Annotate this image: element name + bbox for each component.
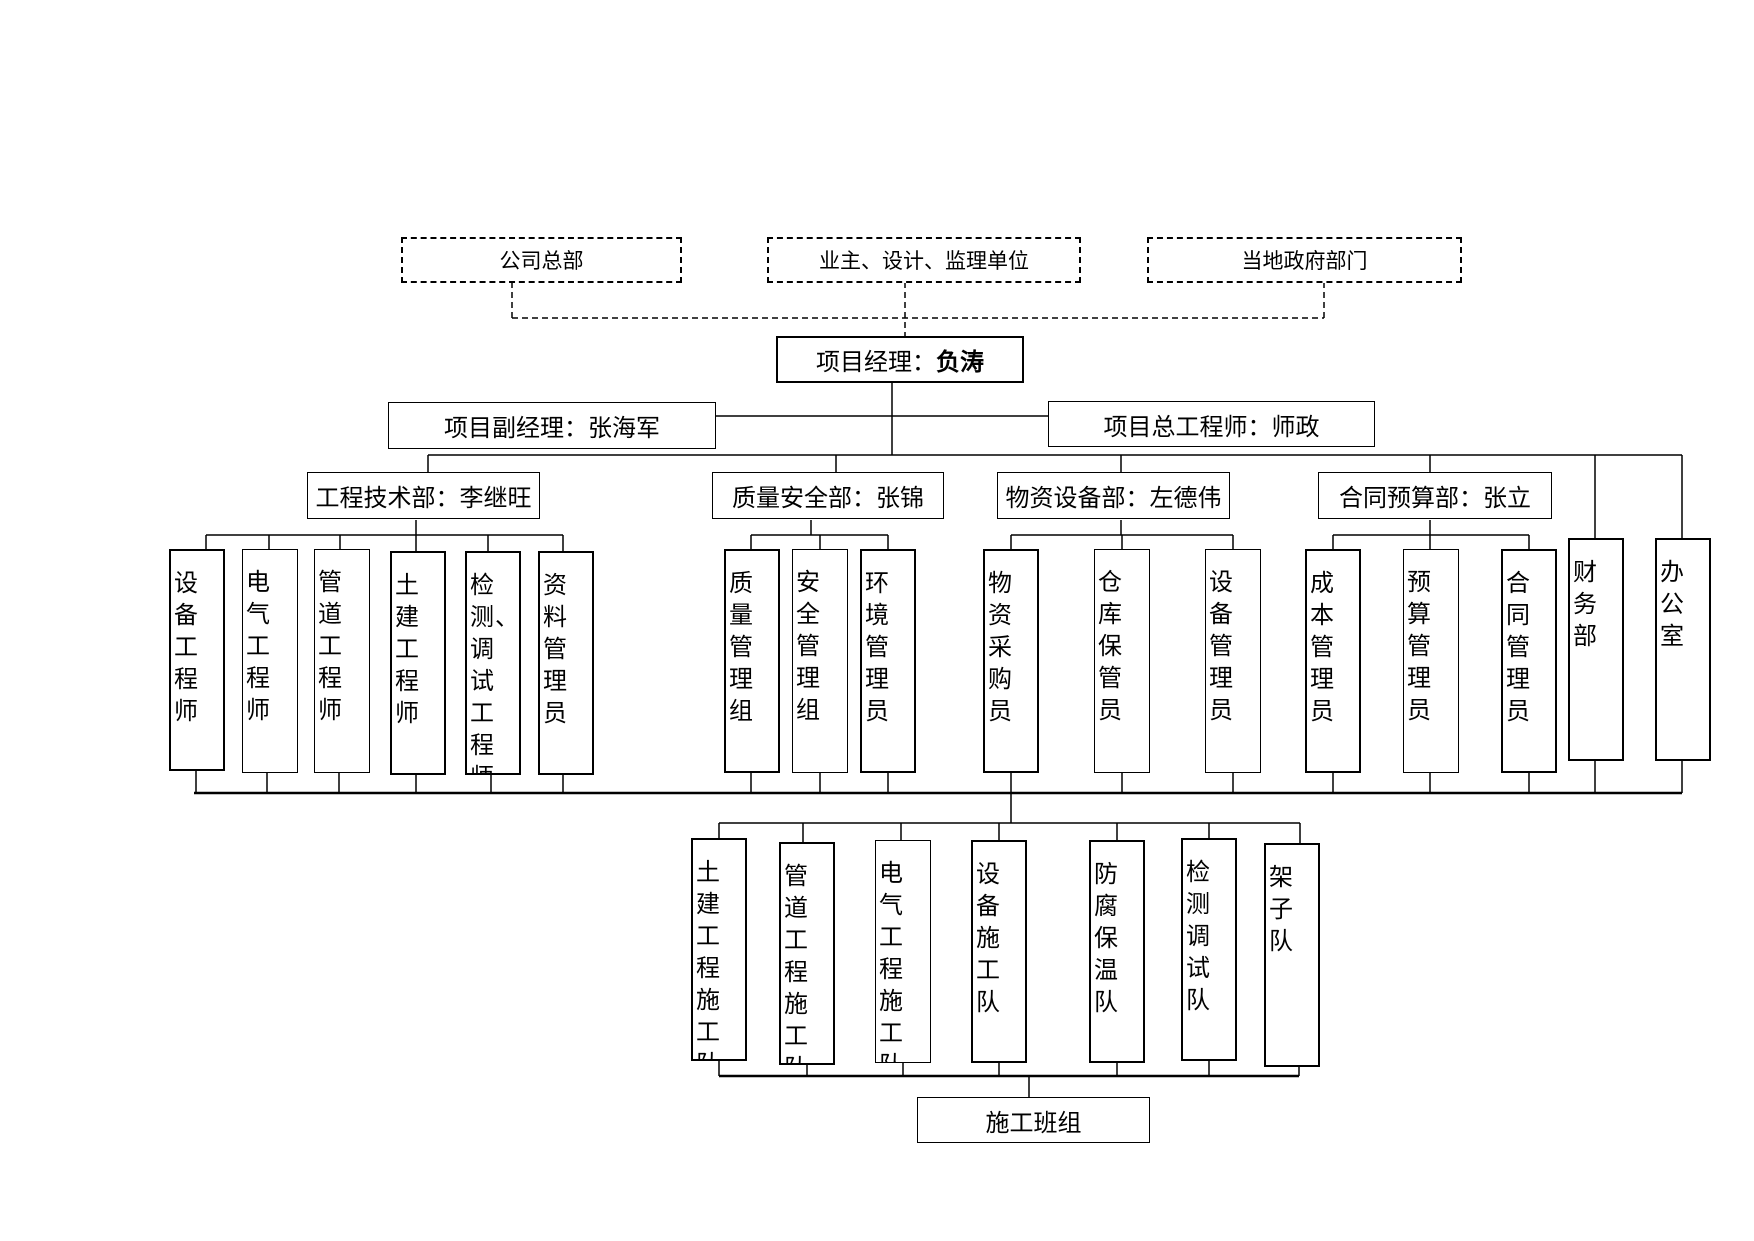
office-box: 办公室 bbox=[1655, 538, 1711, 761]
document-manager-box: 资料管理员 bbox=[538, 551, 594, 775]
quality-safety-dept-box: 质量安全部：张锦 bbox=[712, 472, 944, 519]
project-manager-box: 项目经理：负涛 bbox=[776, 336, 1024, 383]
owner-design-supervision-box: 业主、设计、监理单位 bbox=[767, 237, 1081, 283]
finance-dept-box: 财务部 bbox=[1568, 538, 1624, 761]
pipeline-construction-team-label: 管道工程施工队 bbox=[784, 862, 809, 1063]
environment-manager-label: 环境管理员 bbox=[865, 569, 890, 725]
project-manager-name: 负涛 bbox=[936, 348, 984, 376]
testing-engineer-label: 检测、调试工程师 bbox=[470, 571, 520, 773]
deputy-manager-box: 项目副经理：张海军 bbox=[388, 402, 716, 449]
anticorrosion-insulation-team-box: 防腐保温队 bbox=[1089, 840, 1145, 1063]
testing-commissioning-team-box: 检测调试队 bbox=[1181, 838, 1237, 1061]
equipment-engineer-label: 设备工程师 bbox=[174, 569, 199, 725]
civil-engineer-label: 土建工程师 bbox=[395, 571, 420, 727]
electrical-engineer-label: 电气工程师 bbox=[246, 568, 271, 724]
chief-engineer-label: 项目总工程师：师政 bbox=[1103, 412, 1320, 441]
equipment-engineer-box: 设备工程师 bbox=[169, 549, 225, 771]
quality-group-label: 质量管理组 bbox=[729, 569, 754, 725]
owner-design-supervision-label: 业主、设计、监理单位 bbox=[819, 249, 1029, 273]
project-manager-title: 项目经理： bbox=[816, 348, 936, 376]
equipment-construction-team-box: 设备施工队 bbox=[971, 840, 1027, 1063]
testing-commissioning-team-label: 检测调试队 bbox=[1186, 858, 1211, 1014]
civil-construction-team-box: 土建工程施工队 bbox=[691, 838, 747, 1061]
electrical-construction-team-label: 电气工程施工队 bbox=[879, 859, 904, 1062]
quality-safety-dept-label: 质量安全部：张锦 bbox=[732, 484, 924, 512]
construction-crew-box: 施工班组 bbox=[917, 1097, 1150, 1143]
budget-manager-label: 预算管理员 bbox=[1407, 568, 1432, 724]
local-government-label: 当地政府部门 bbox=[1241, 249, 1368, 273]
scaffolding-team-box: 架子队 bbox=[1264, 843, 1320, 1067]
purchaser-box: 物资采购员 bbox=[983, 549, 1039, 773]
construction-crew-label: 施工班组 bbox=[985, 1108, 1082, 1137]
office-label: 办公室 bbox=[1660, 558, 1685, 650]
safety-group-box: 安全管理组 bbox=[792, 549, 848, 773]
warehouse-keeper-box: 仓库保管员 bbox=[1094, 549, 1150, 773]
civil-construction-team-label: 土建工程施工队 bbox=[696, 858, 721, 1059]
pipeline-engineer-box: 管道工程师 bbox=[314, 549, 370, 773]
cost-manager-box: 成本管理员 bbox=[1305, 549, 1361, 773]
contract-budget-dept-label: 合同预算部：张立 bbox=[1339, 484, 1531, 512]
quality-group-box: 质量管理组 bbox=[724, 549, 780, 773]
electrical-construction-team-box: 电气工程施工队 bbox=[875, 840, 931, 1063]
electrical-engineer-box: 电气工程师 bbox=[242, 549, 298, 773]
finance-dept-label: 财务部 bbox=[1573, 558, 1598, 650]
scaffolding-team-label: 架子队 bbox=[1269, 863, 1294, 955]
equipment-manager-label: 设备管理员 bbox=[1209, 568, 1234, 724]
testing-engineer-box: 检测、调试工程师 bbox=[465, 551, 521, 775]
pipeline-engineer-label: 管道工程师 bbox=[318, 568, 343, 724]
local-government-box: 当地政府部门 bbox=[1147, 237, 1462, 283]
purchaser-label: 物资采购员 bbox=[988, 569, 1013, 725]
equipment-manager-box: 设备管理员 bbox=[1205, 549, 1261, 773]
contract-manager-label: 合同管理员 bbox=[1506, 569, 1531, 725]
material-equipment-dept-label: 物资设备部：左德伟 bbox=[1005, 484, 1222, 512]
anticorrosion-insulation-team-label: 防腐保温队 bbox=[1094, 860, 1119, 1016]
warehouse-keeper-label: 仓库保管员 bbox=[1098, 568, 1123, 724]
contract-manager-box: 合同管理员 bbox=[1501, 549, 1557, 773]
pipeline-construction-team-box: 管道工程施工队 bbox=[779, 842, 835, 1065]
company-hq-label: 公司总部 bbox=[499, 249, 584, 273]
environment-manager-box: 环境管理员 bbox=[860, 549, 916, 773]
cost-manager-label: 成本管理员 bbox=[1310, 569, 1335, 725]
document-manager-label: 资料管理员 bbox=[543, 571, 568, 727]
contract-budget-dept-box: 合同预算部：张立 bbox=[1318, 472, 1552, 519]
tech-dept-box: 工程技术部：李继旺 bbox=[307, 472, 540, 519]
tech-dept-label: 工程技术部：李继旺 bbox=[315, 484, 532, 512]
equipment-construction-team-label: 设备施工队 bbox=[976, 860, 1001, 1016]
company-hq-box: 公司总部 bbox=[401, 237, 682, 283]
chief-engineer-box: 项目总工程师：师政 bbox=[1048, 401, 1375, 447]
safety-group-label: 安全管理组 bbox=[796, 568, 821, 724]
civil-engineer-box: 土建工程师 bbox=[390, 551, 446, 775]
deputy-manager-label: 项目副经理：张海军 bbox=[444, 414, 660, 442]
budget-manager-box: 预算管理员 bbox=[1403, 549, 1459, 773]
material-equipment-dept-box: 物资设备部：左德伟 bbox=[997, 472, 1230, 519]
